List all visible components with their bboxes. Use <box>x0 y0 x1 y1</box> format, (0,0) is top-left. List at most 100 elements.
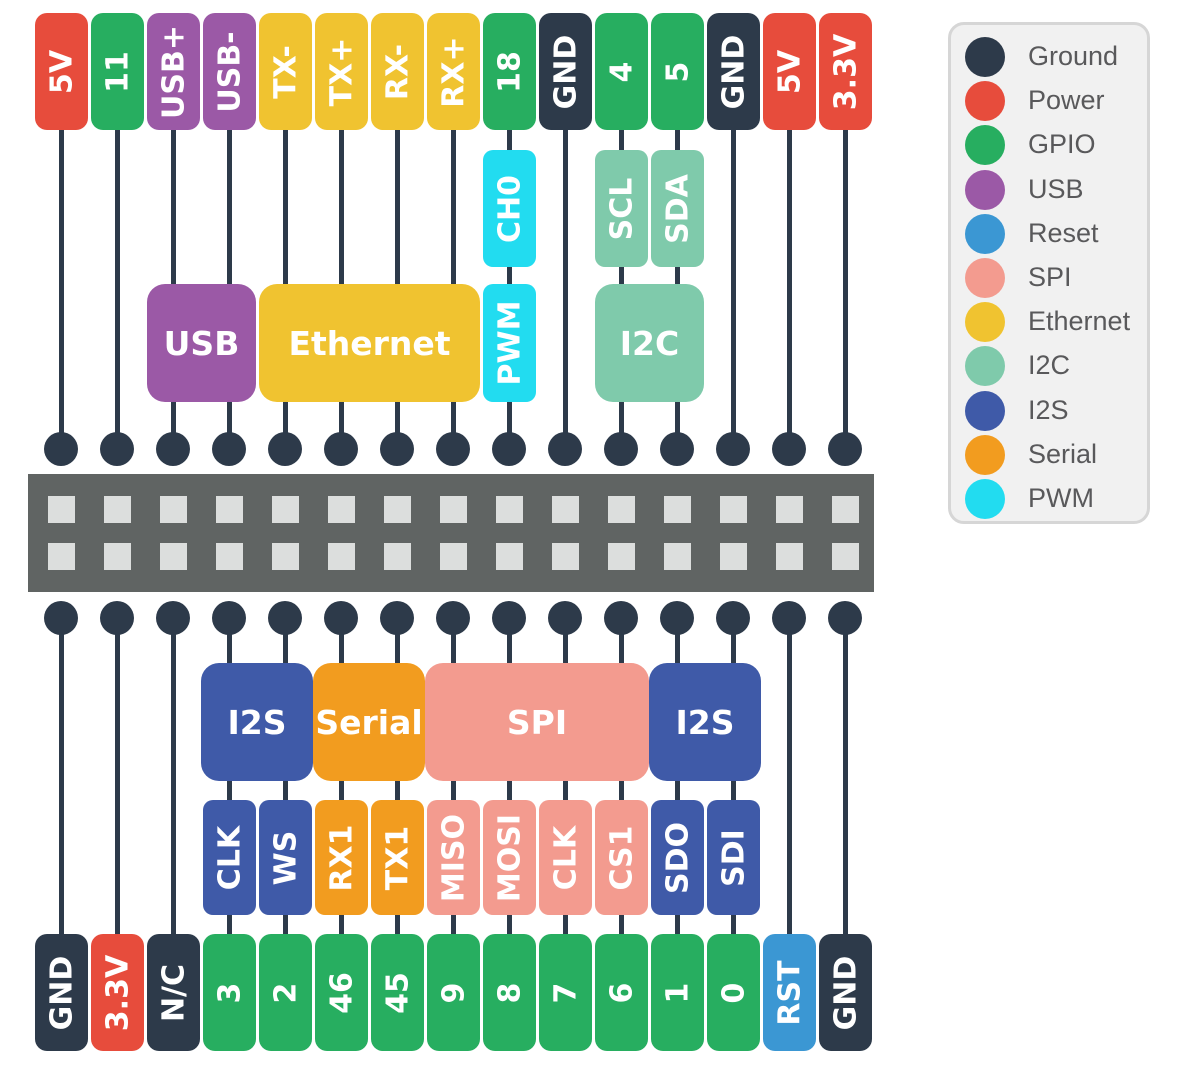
legend-swatch <box>965 434 1005 475</box>
wire-bottom <box>115 618 120 940</box>
function-label: SCL <box>595 150 648 267</box>
pin-label: RST <box>763 934 816 1051</box>
pin-hole <box>328 496 355 523</box>
pin-label: 46 <box>315 934 368 1051</box>
function-label: TX1 <box>371 800 424 915</box>
pin-dot <box>492 432 526 466</box>
legend-label: SPI <box>1028 262 1072 292</box>
legend-label: Power <box>1028 85 1105 116</box>
pin-hole <box>832 496 859 523</box>
function-group: Ethernet <box>259 284 480 402</box>
legend-swatch <box>965 81 1005 122</box>
wire-top <box>787 120 792 450</box>
function-label: RX1 <box>315 800 368 915</box>
pin-label-text: 3.3V <box>100 954 135 1031</box>
pin-label-text: N/C <box>156 963 191 1022</box>
legend-swatch <box>965 346 1005 387</box>
pin-label-text: USB- <box>212 30 247 113</box>
pin-hole <box>440 496 467 523</box>
wire-top <box>843 120 848 450</box>
pin-label-text: TX+ <box>324 37 359 106</box>
pin-label-text: GND <box>716 34 751 109</box>
pin-label-text: RX+ <box>436 35 471 108</box>
function-label-text: CLK <box>212 825 247 890</box>
pin-label: 45 <box>371 934 424 1051</box>
pin-label-text: 18 <box>492 50 527 93</box>
pin-label-text: 6 <box>604 982 639 1003</box>
pin-label-text: 5V <box>772 49 807 94</box>
legend-label: PWM <box>1028 483 1094 513</box>
pin-dot <box>268 432 302 466</box>
function-label-text: WS <box>268 830 303 885</box>
function-label: CS1 <box>595 800 648 915</box>
function-label-text: MOSI <box>492 813 527 902</box>
pin-label: 7 <box>539 934 592 1051</box>
legend-label: I2S <box>1028 394 1069 425</box>
pin-label-text: 11 <box>100 50 135 93</box>
legend-swatch <box>965 390 1005 431</box>
wire-bottom <box>59 618 64 940</box>
wire-top <box>59 120 64 450</box>
wire-top <box>563 120 568 450</box>
pin-hole <box>272 496 299 523</box>
pin-label-text: USB+ <box>156 24 191 119</box>
legend-swatch <box>965 479 1005 519</box>
pin-dot <box>492 601 526 635</box>
pin-hole <box>608 543 635 570</box>
pin-label: TX- <box>259 13 312 130</box>
pin-label: 5 <box>651 13 704 130</box>
pin-label: 5V <box>763 13 816 130</box>
pin-hole <box>552 543 579 570</box>
pin-label: 5V <box>35 13 88 130</box>
function-label: CLK <box>203 800 256 915</box>
pin-dot <box>44 432 78 466</box>
function-label-text: SDA <box>660 173 695 244</box>
wire-top <box>115 120 120 450</box>
pin-hole <box>720 543 747 570</box>
pin-dot <box>44 601 78 635</box>
pin-dot <box>156 432 190 466</box>
function-group-label: I2S <box>675 702 735 742</box>
pin-label: GND <box>35 934 88 1051</box>
function-group-label: I2S <box>227 702 287 742</box>
function-group-label: Serial <box>315 702 423 742</box>
pin-label-text: TX- <box>268 44 303 99</box>
pin-label: USB- <box>203 13 256 130</box>
pin-hole <box>160 543 187 570</box>
function-label-text: SDO <box>660 821 695 894</box>
function-label-text: RX1 <box>324 823 359 892</box>
pin-label: 3.3V <box>819 13 872 130</box>
pin-label: 8 <box>483 934 536 1051</box>
function-label-text: CS1 <box>604 824 639 891</box>
legend-label: I2C <box>1028 350 1071 381</box>
pin-dot <box>268 601 302 635</box>
pin-dot <box>772 601 806 635</box>
function-group: I2S <box>201 663 313 781</box>
pin-label: 3.3V <box>91 934 144 1051</box>
function-group-label: Ethernet <box>288 323 451 363</box>
pin-hole <box>552 496 579 523</box>
pin-dot <box>716 432 750 466</box>
legend-label: Ground <box>1028 41 1119 71</box>
pin-label-text: 0 <box>716 982 751 1003</box>
pin-dot <box>100 601 134 635</box>
function-group: I2C <box>595 284 704 402</box>
pin-dot <box>548 432 582 466</box>
pin-hole <box>496 543 523 570</box>
function-group-label: PWM <box>492 300 527 386</box>
pin-label: GND <box>539 13 592 130</box>
wire-top <box>731 120 736 450</box>
pin-hole <box>328 543 355 570</box>
pin-dot <box>212 432 246 466</box>
pin-hole <box>104 543 131 570</box>
pin-dot <box>660 432 694 466</box>
pin-dot <box>604 601 638 635</box>
legend-label: Ethernet <box>1028 306 1131 337</box>
pin-dot <box>828 432 862 466</box>
pin-hole <box>720 496 747 523</box>
function-label-text: SDI <box>716 828 751 887</box>
pin-dot <box>436 432 470 466</box>
pin-label-text: 9 <box>436 982 471 1003</box>
pin-label-text: RST <box>772 959 807 1026</box>
